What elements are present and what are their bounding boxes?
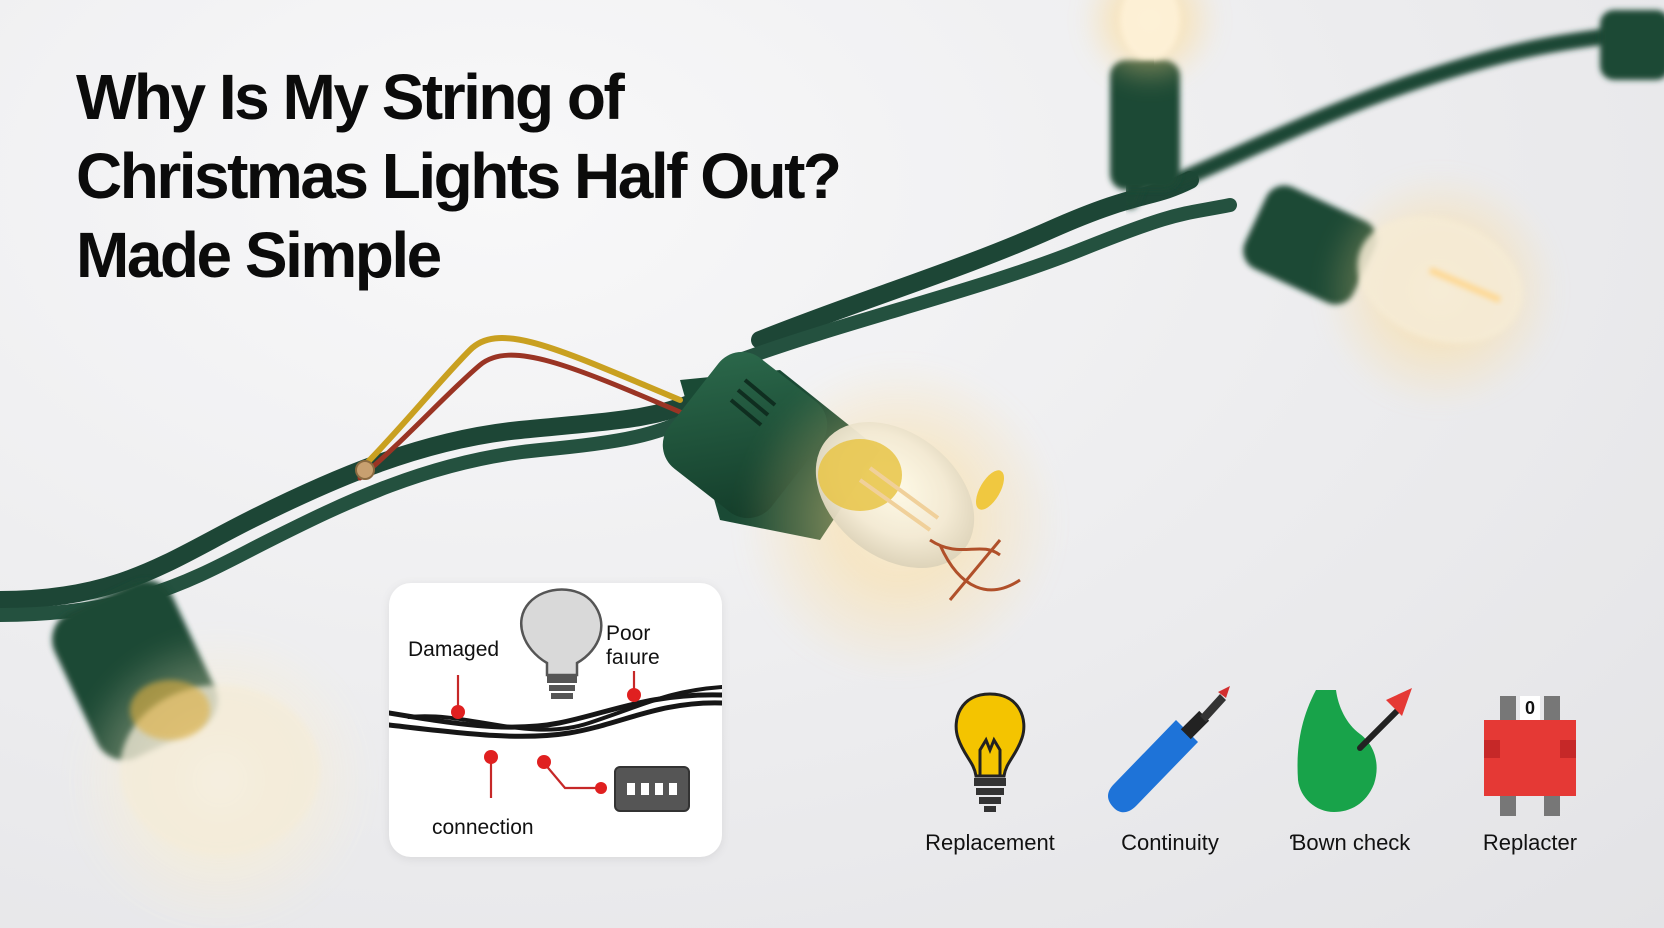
connector-box-icon xyxy=(614,766,690,812)
fault-dots xyxy=(451,688,641,794)
label-damaged: Damaged xyxy=(408,638,500,661)
method-label-replacter: Replacter xyxy=(1482,830,1578,855)
screwdriver-icon xyxy=(1108,686,1230,813)
fuse-badge: 0 xyxy=(1524,698,1535,718)
check-icon xyxy=(1297,688,1412,812)
fix-methods-row: Replacement Continuity Ɓown check xyxy=(900,680,1620,860)
wire-icon xyxy=(389,685,722,739)
bulb-icon xyxy=(954,692,1026,812)
light-bulb-icon xyxy=(520,588,603,699)
method-continuity: Continuity xyxy=(1080,680,1260,860)
title-line-3: Made Simple xyxy=(76,219,442,291)
label-connection: connection xyxy=(432,816,534,839)
title-line-1: Why Is My String of xyxy=(76,61,625,133)
lit-bulb xyxy=(815,422,1021,601)
exposed-wires xyxy=(355,335,683,481)
label-failure: faıure xyxy=(606,646,660,669)
top-socket xyxy=(1080,0,1220,190)
method-label-replacement: Replacement xyxy=(925,830,1055,855)
label-poor: Poor xyxy=(606,622,651,645)
fuse-icon xyxy=(1484,696,1576,816)
method-replacement: Replacement xyxy=(900,680,1080,860)
method-down-check: Ɓown check xyxy=(1260,680,1440,860)
method-label-continuity: Continuity xyxy=(1121,830,1219,855)
lower-socket xyxy=(52,579,370,928)
upper-socket xyxy=(1243,170,1560,410)
page-title: Why Is My String of Christmas Lights Hal… xyxy=(76,58,842,295)
title-line-2: Christmas Lights Half Out? xyxy=(76,140,842,212)
method-label-down-check: Ɓown check xyxy=(1289,830,1411,855)
method-replacter: 0 Replacter xyxy=(1440,680,1620,860)
fault-diagram-card: Damaged Poor faıure connection xyxy=(389,583,722,857)
